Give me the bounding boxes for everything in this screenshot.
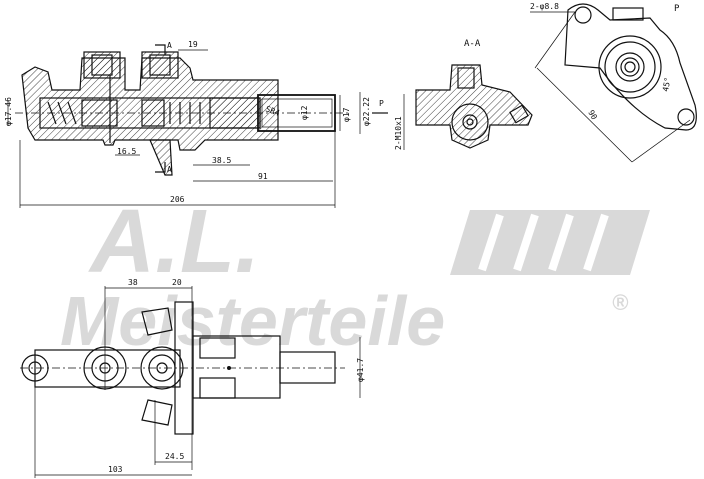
aa-thread: 2-M10x1 xyxy=(394,116,403,150)
dim-bore-dia: φ17.46 xyxy=(4,97,13,126)
watermark-registered: ® xyxy=(612,290,629,315)
watermark: A.L. Meisterteile ® xyxy=(60,192,650,360)
dim-91: 91 xyxy=(258,172,268,181)
dim-dia-12: φ12 xyxy=(300,105,309,120)
mounting-lug xyxy=(149,139,173,176)
bottom-view: 38 20 φ41.7 24.5 103 xyxy=(20,278,365,478)
aa-body xyxy=(415,64,533,149)
p-angle: 45° xyxy=(661,77,672,93)
section-aa-view: A-A 2-M10x1 xyxy=(394,39,533,150)
dim-206: 206 xyxy=(170,195,185,204)
section-marker-top xyxy=(155,44,166,55)
p-boss xyxy=(612,7,644,21)
dim-24-5: 24.5 xyxy=(165,452,184,461)
dim-38: 38 xyxy=(128,278,138,287)
p-span: 90 xyxy=(586,109,599,122)
dim-dia-17: φ17 xyxy=(342,107,351,122)
p-hole-1 xyxy=(574,6,592,24)
dim-dia-22: φ22.22 xyxy=(362,97,371,126)
section-marker-bottom xyxy=(155,162,166,173)
p-title: P xyxy=(674,4,680,14)
dim-19: 19 xyxy=(188,40,198,49)
p-holes-label: 2-φ8.8 xyxy=(530,2,559,11)
p-hole-2 xyxy=(677,108,695,126)
p-view: 2-φ8.8 P 90 45° xyxy=(530,2,697,163)
p-flange xyxy=(564,3,697,131)
dim-dia-41-7: φ41.7 xyxy=(356,358,365,382)
dim-38-5: 38.5 xyxy=(212,156,231,165)
view-arrow-label: P xyxy=(379,99,384,108)
bleed-screw-top xyxy=(141,307,173,336)
watermark-stripes xyxy=(450,210,650,275)
dim-16-5: 16.5 xyxy=(117,147,136,156)
section-view: A A φ17.46 16.5 19 38.5 91 206 SR4 φ12 φ… xyxy=(4,40,388,208)
bleed-screw-bottom xyxy=(141,399,173,426)
bottom-rod xyxy=(279,351,336,384)
bottom-body xyxy=(34,349,181,388)
aa-port xyxy=(457,67,475,89)
section-marker-label-bottom: A xyxy=(167,165,172,174)
p-dim-90-line xyxy=(536,67,633,163)
section-marker-label-top: A xyxy=(167,41,172,50)
reservoir-port-1 xyxy=(83,51,121,79)
aa-bore xyxy=(451,103,489,141)
aa-bleed-screw xyxy=(509,104,529,124)
aa-title: A-A xyxy=(464,39,481,49)
watermark-al: A.L. xyxy=(88,192,260,292)
reservoir-port-2 xyxy=(141,51,179,79)
watermark-meisterteile: Meisterteile xyxy=(60,282,445,360)
dim-103: 103 xyxy=(108,465,123,474)
p-outer-circle xyxy=(598,35,662,99)
dim-20: 20 xyxy=(172,278,182,287)
